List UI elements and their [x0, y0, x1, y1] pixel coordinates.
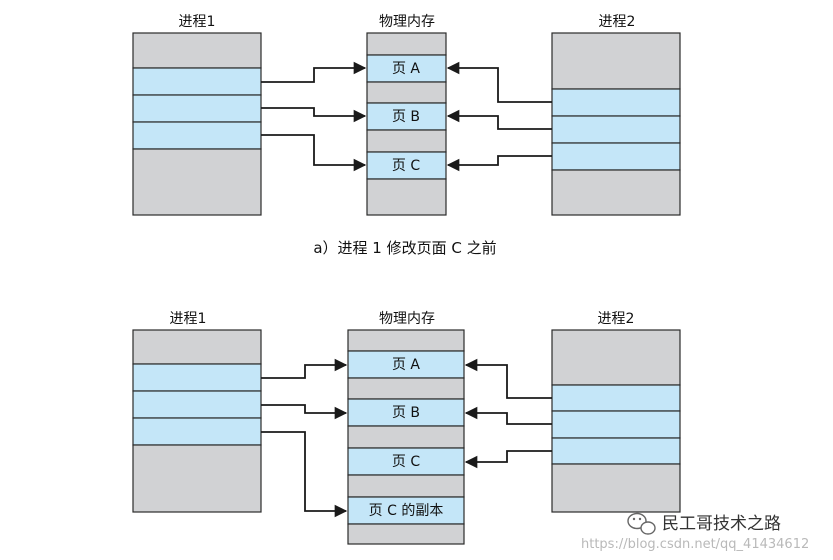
arrow-p2-to-page-c-b — [464, 450, 552, 469]
memory-block-a: 页 A 页 B 页 C — [366, 32, 447, 216]
process1-page-2 — [132, 94, 262, 123]
process1-block-b — [132, 329, 262, 513]
memory-page-b — [366, 102, 447, 131]
arrow-p1-to-page-c — [261, 134, 367, 172]
arrow-p1-to-page-a-b — [261, 358, 348, 379]
memory-label-a: 物理内存 — [379, 14, 435, 30]
page-c-label-b: 页 C — [392, 454, 420, 470]
arrow-p1-to-page-a — [261, 61, 367, 83]
process2-label-a: 进程2 — [599, 14, 636, 30]
watermark-url: https://blog.csdn.net/qq_41434612 — [581, 537, 809, 552]
arrow-p2-to-page-a — [446, 61, 552, 103]
process1-page-3 — [132, 121, 262, 150]
page-b-label-b: 页 B — [392, 405, 420, 421]
arrow-p1-to-page-c-copy — [261, 431, 348, 518]
process2-page-3 — [551, 142, 681, 171]
arrow-p2-to-page-b — [446, 109, 552, 130]
process1-label-a: 进程1 — [179, 14, 216, 30]
page-a-label: 页 A — [392, 61, 420, 77]
process2-page-1 — [551, 88, 681, 117]
process2-block-a — [551, 32, 681, 216]
diagram-a: 进程1 物理内存 进程2 页 A 页 B 页 C — [132, 14, 681, 257]
caption-a: a）进程 1 修改页面 C 之前 — [313, 239, 496, 257]
page-c-copy-label: 页 C 的副本 — [369, 503, 444, 519]
process2-label-b: 进程2 — [598, 311, 635, 327]
process1-page-1 — [132, 67, 262, 96]
memory-block-b: 页 A 页 B 页 C 页 C 的副本 — [347, 329, 465, 545]
process1-block-a — [132, 32, 262, 216]
page-b-label: 页 B — [392, 109, 420, 125]
memory-label-b: 物理内存 — [379, 311, 435, 327]
wechat-icon — [627, 512, 656, 535]
process1-label-b: 进程1 — [170, 311, 207, 327]
page-c-label: 页 C — [392, 158, 420, 174]
arrow-p1-to-page-b-b — [261, 404, 348, 420]
watermark: 民工哥技术之路 https://blog.csdn.net/qq_4143461… — [581, 512, 809, 552]
memory-page-a — [366, 54, 447, 83]
arrow-p2-to-page-b-b — [464, 406, 552, 425]
arrow-p2-to-page-c — [446, 155, 552, 172]
arrow-p1-to-page-b — [261, 107, 367, 123]
process2-page-2 — [551, 115, 681, 144]
watermark-brand: 民工哥技术之路 — [662, 514, 781, 534]
process2-block-b — [551, 329, 681, 513]
page-a-label-b: 页 A — [392, 357, 420, 373]
arrow-p2-to-page-a-b — [464, 358, 552, 399]
diagram-b: 进程1 物理内存 进程2 页 A 页 B 页 C 页 C 的副本 — [132, 311, 681, 545]
